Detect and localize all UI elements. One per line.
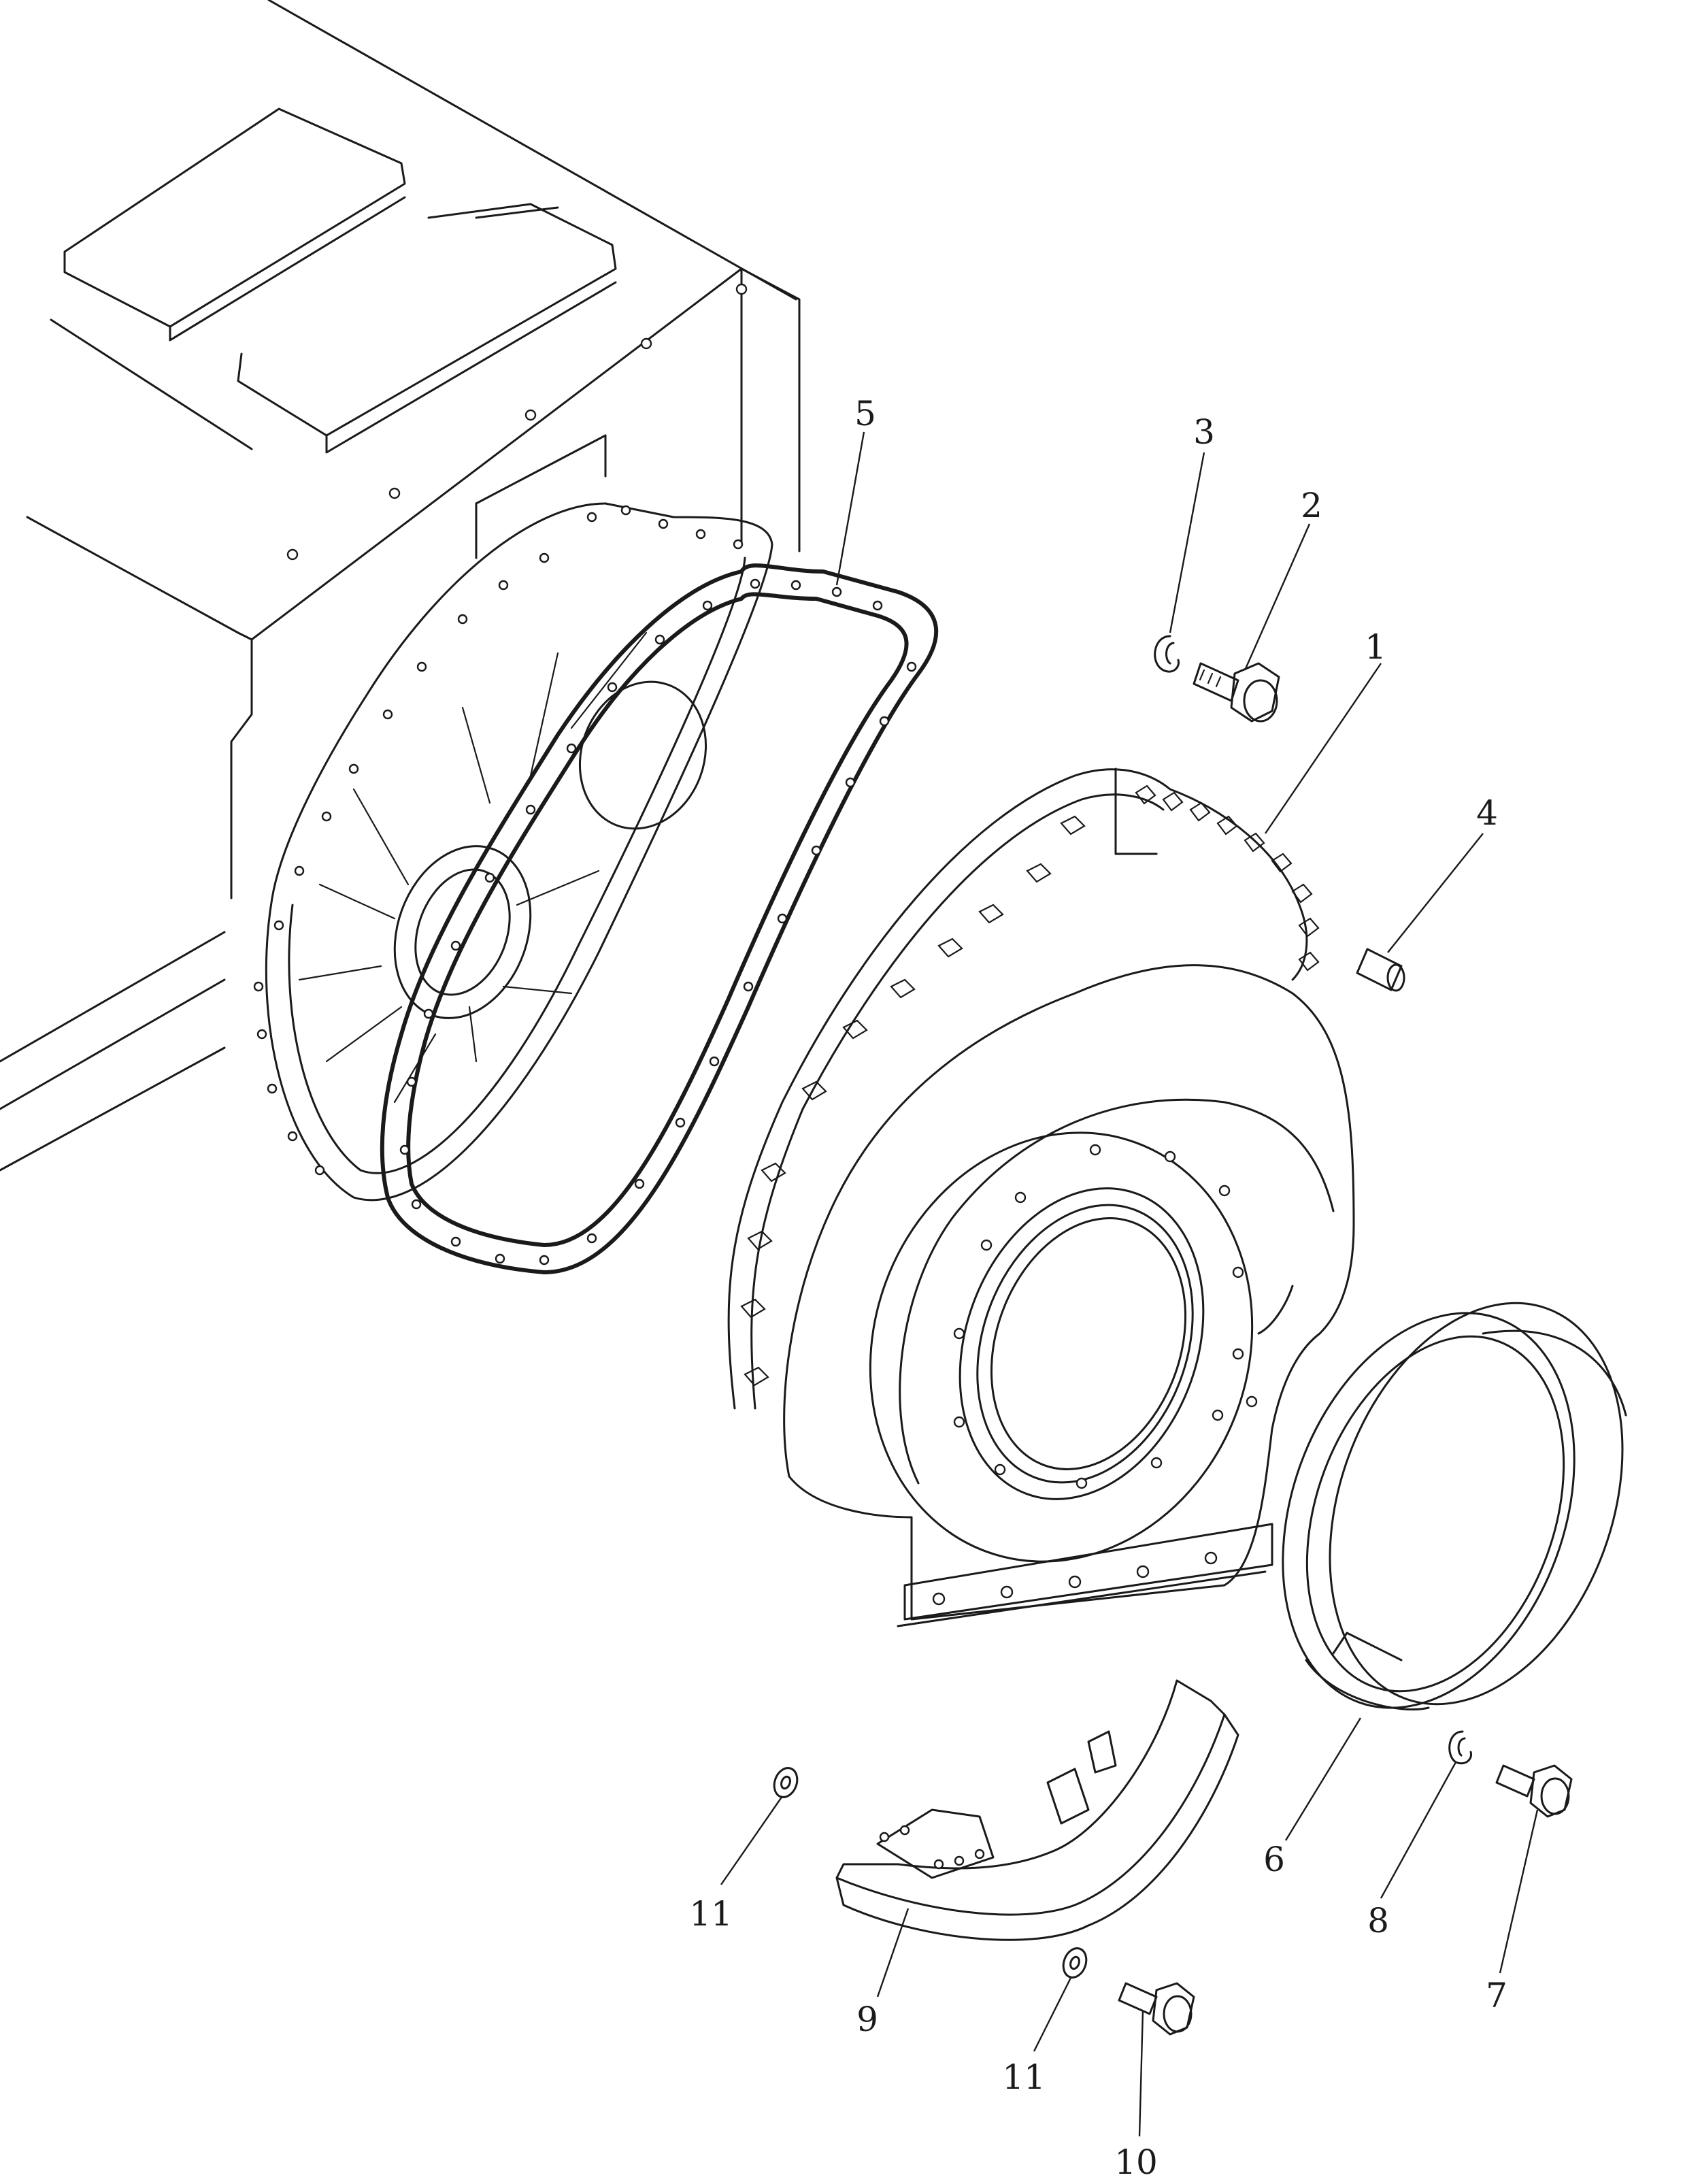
transmission-case — [0, 0, 801, 1202]
callout-7: 7 — [1486, 1976, 1507, 2015]
callout-2: 2 — [1301, 486, 1322, 525]
callout-11-left: 11 — [689, 1894, 733, 1934]
housing-bore-holes — [953, 1144, 1244, 1489]
lock-washer-part-3 — [1154, 635, 1180, 673]
bolt-part-7 — [1495, 1764, 1573, 1818]
case-ribs — [298, 631, 707, 1104]
callout-1: 1 — [1365, 627, 1386, 667]
leader-lines — [720, 431, 1539, 2137]
callout-11-bottom: 11 — [1002, 2057, 1046, 2097]
callout-3: 3 — [1193, 412, 1215, 452]
segment-plate-part-9 — [835, 1679, 1239, 1941]
washer-part-11a — [773, 1767, 799, 1798]
gasket-holes — [399, 578, 917, 1265]
bolt-part-2 — [1193, 662, 1280, 723]
flywheel-housing — [727, 767, 1355, 1627]
case-flange-holes — [253, 505, 744, 1176]
callout-5: 5 — [854, 394, 876, 433]
bolt-part-10 — [1118, 1982, 1195, 2036]
callout-8: 8 — [1367, 1901, 1389, 1940]
washer-part-11b — [1062, 1947, 1088, 1979]
callout-10: 10 — [1114, 2142, 1158, 2182]
callout-4: 4 — [1476, 793, 1498, 833]
dowel-pin-part-4 — [1356, 948, 1405, 992]
seal-cover-ring — [1282, 1302, 1627, 1710]
housing-bolt-bosses — [740, 784, 1320, 1387]
callout-6: 6 — [1263, 1840, 1285, 1879]
callout-9: 9 — [856, 2000, 878, 2039]
gasket — [380, 563, 938, 1274]
callout-labels: 1 2 3 4 5 6 7 8 9 10 11 11 — [689, 394, 1507, 2182]
lock-washer-part-8 — [1448, 1730, 1473, 1765]
